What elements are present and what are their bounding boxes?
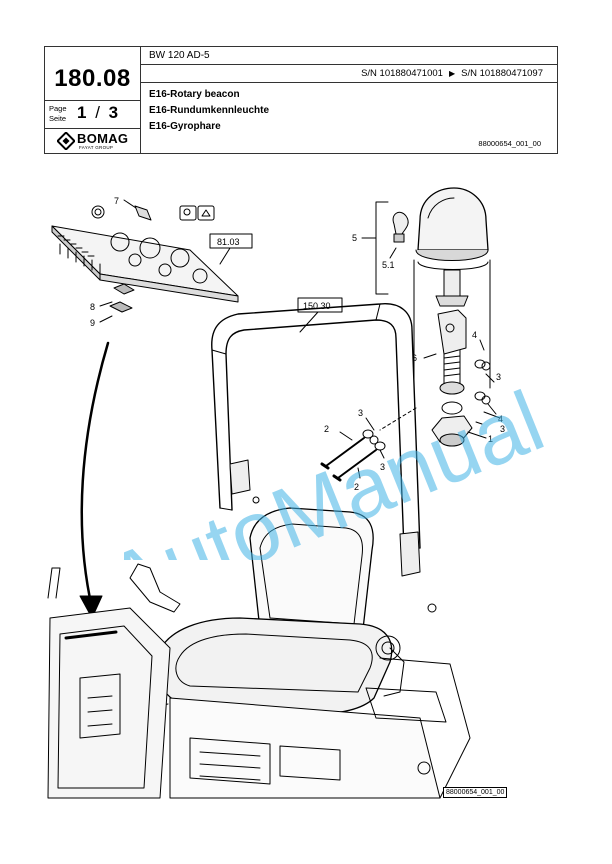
- rotary-beacon: [415, 187, 489, 307]
- arrow-right-icon: ▶: [448, 69, 456, 78]
- callout-2-bottom: 2: [354, 482, 359, 492]
- callout-3-right: 3: [496, 372, 501, 382]
- title-english: E16-Rotary beacon: [149, 89, 240, 100]
- logo-subtext: FAYAT GROUP: [79, 145, 114, 150]
- callout-3-top: 3: [358, 408, 363, 418]
- document-header: BW 120 AD-5 180.08 S/N 101880471001▶S/N …: [44, 46, 558, 154]
- exploded-view-drawing: 7 8 9 81.03 150.30: [40, 178, 580, 818]
- header-divider: [45, 128, 140, 129]
- document-number: 180.08: [54, 65, 131, 92]
- beacon-bulb: [392, 211, 409, 243]
- reference-81-03-label: 81.03: [217, 237, 240, 247]
- drawing-code: 88000654_001_00: [478, 139, 541, 148]
- logo-text: BOMAG: [77, 131, 129, 146]
- title-french: E16-Gyrophare: [149, 121, 221, 132]
- page-total: 3: [108, 103, 119, 122]
- callout-5-1: 5.1: [382, 260, 395, 270]
- page-label-de: Seite: [49, 114, 67, 123]
- bomag-diamond-icon: [57, 132, 75, 150]
- callout-5: 5: [352, 233, 357, 243]
- page-label-en: Page: [49, 104, 67, 113]
- callout-4-bottom: 4: [498, 414, 503, 424]
- title-german: E16-Rundumkennleuchte: [149, 105, 270, 116]
- rops-frame: [211, 303, 437, 613]
- page-label: Page Seite: [49, 104, 67, 124]
- operator-seat: [137, 507, 405, 716]
- serial-from: S/N 101880471001: [361, 68, 443, 79]
- bolts: [320, 429, 386, 482]
- page-current: 1: [77, 103, 87, 122]
- machine-model: BW 120 AD-5: [149, 50, 210, 61]
- header-divider: [140, 82, 557, 83]
- callout-4-top: 4: [472, 330, 477, 340]
- figure-code: 88000654_001_00: [443, 787, 508, 798]
- dashboard-panel: [51, 205, 239, 313]
- header-divider: [45, 100, 140, 101]
- page-number: 1 / 3: [77, 103, 118, 123]
- reference-150-30-label: 150.30: [303, 301, 331, 311]
- page-separator: /: [95, 103, 100, 122]
- callout-6: 6: [412, 353, 417, 363]
- arrow-down-icon: [79, 595, 103, 619]
- callout-2-top: 2: [324, 424, 329, 434]
- header-divider: [140, 47, 141, 153]
- reference-box-81-03: [209, 233, 253, 249]
- callout-3-lower-right: 3: [500, 424, 505, 434]
- callout-3-bottom: 3: [380, 462, 385, 472]
- callout-9: 9: [90, 318, 95, 328]
- callout-1: 1: [488, 434, 493, 444]
- section-titles: E16-Rotary beacon E16-Rundumkennleuchte …: [149, 87, 269, 135]
- serial-range: S/N 101880471001 ▶ S/N 101880471097: [361, 68, 543, 79]
- callout-7: 7: [114, 196, 119, 206]
- header-divider: [140, 64, 557, 65]
- machine-body: [47, 563, 471, 799]
- mounting-bolt: [431, 309, 473, 447]
- serial-to: S/N 101880471097: [461, 68, 543, 79]
- callout-8: 8: [90, 302, 95, 312]
- bomag-logo: BOMAG FAYAT GROUP: [55, 131, 135, 151]
